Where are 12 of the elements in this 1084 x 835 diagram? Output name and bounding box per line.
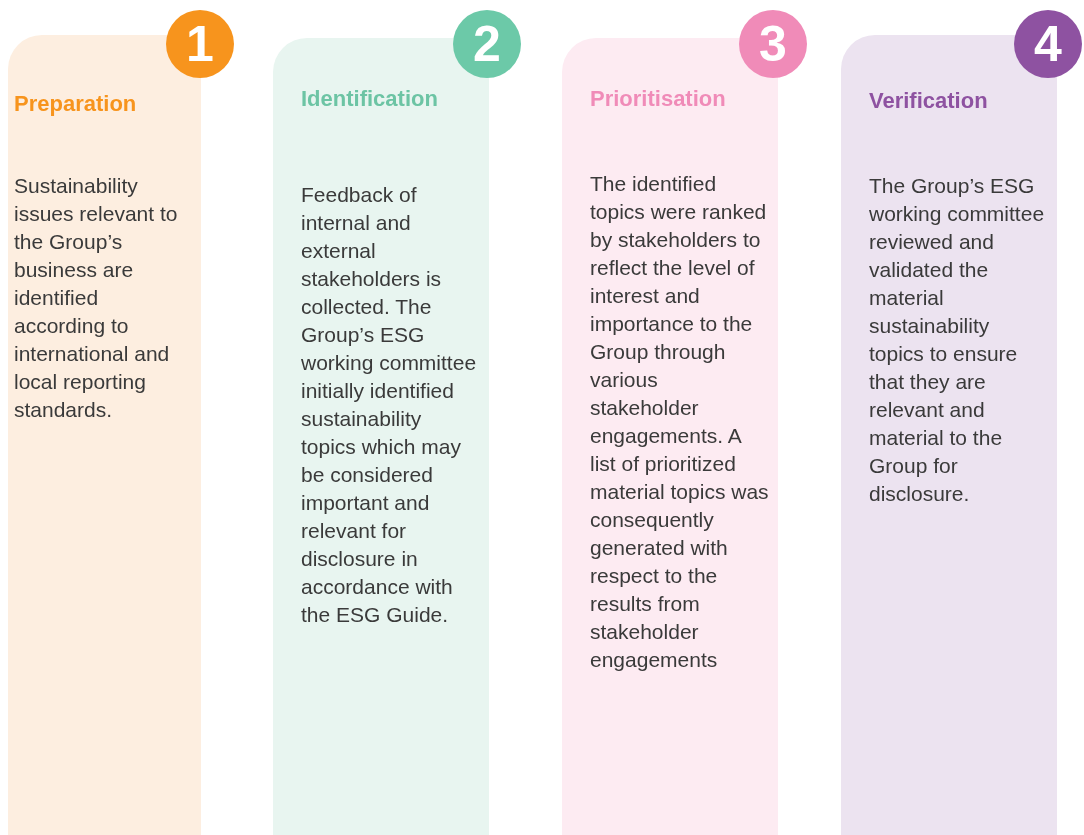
step-heading: Identification [301, 86, 438, 112]
step-number: 3 [739, 10, 807, 78]
step-description: The identified topics were ranked by stakeholders to reflect the level of interest and importance to the Group through various stakeholder engagements. A list of prioritized material topics was consequently generated with respect to the results from stakeholder engagements [590, 171, 770, 673]
step-description: Feedback of internal and external stakeholders is collected. The Group’s ESG working committee initially identified sustainability topics which may be considered important and relevant for disclosure in accordance with the ESG Guide. [301, 182, 478, 628]
step-number: 4 [1014, 10, 1082, 78]
step-description: Sustainability issues relevant to the Group’s business are identified according to international and local reporting standards. [14, 173, 179, 423]
step-number: 2 [453, 10, 521, 78]
step-heading: Prioritisation [590, 86, 726, 112]
step-heading: Verification [869, 88, 988, 114]
step-number: 1 [166, 10, 234, 78]
step-heading: Preparation [14, 91, 137, 117]
step-description: The Group’s ESG working committee reviewed and validated the material sustainability topics to ensure that they are relevant and material to the Group for disclosure. [869, 173, 1046, 507]
